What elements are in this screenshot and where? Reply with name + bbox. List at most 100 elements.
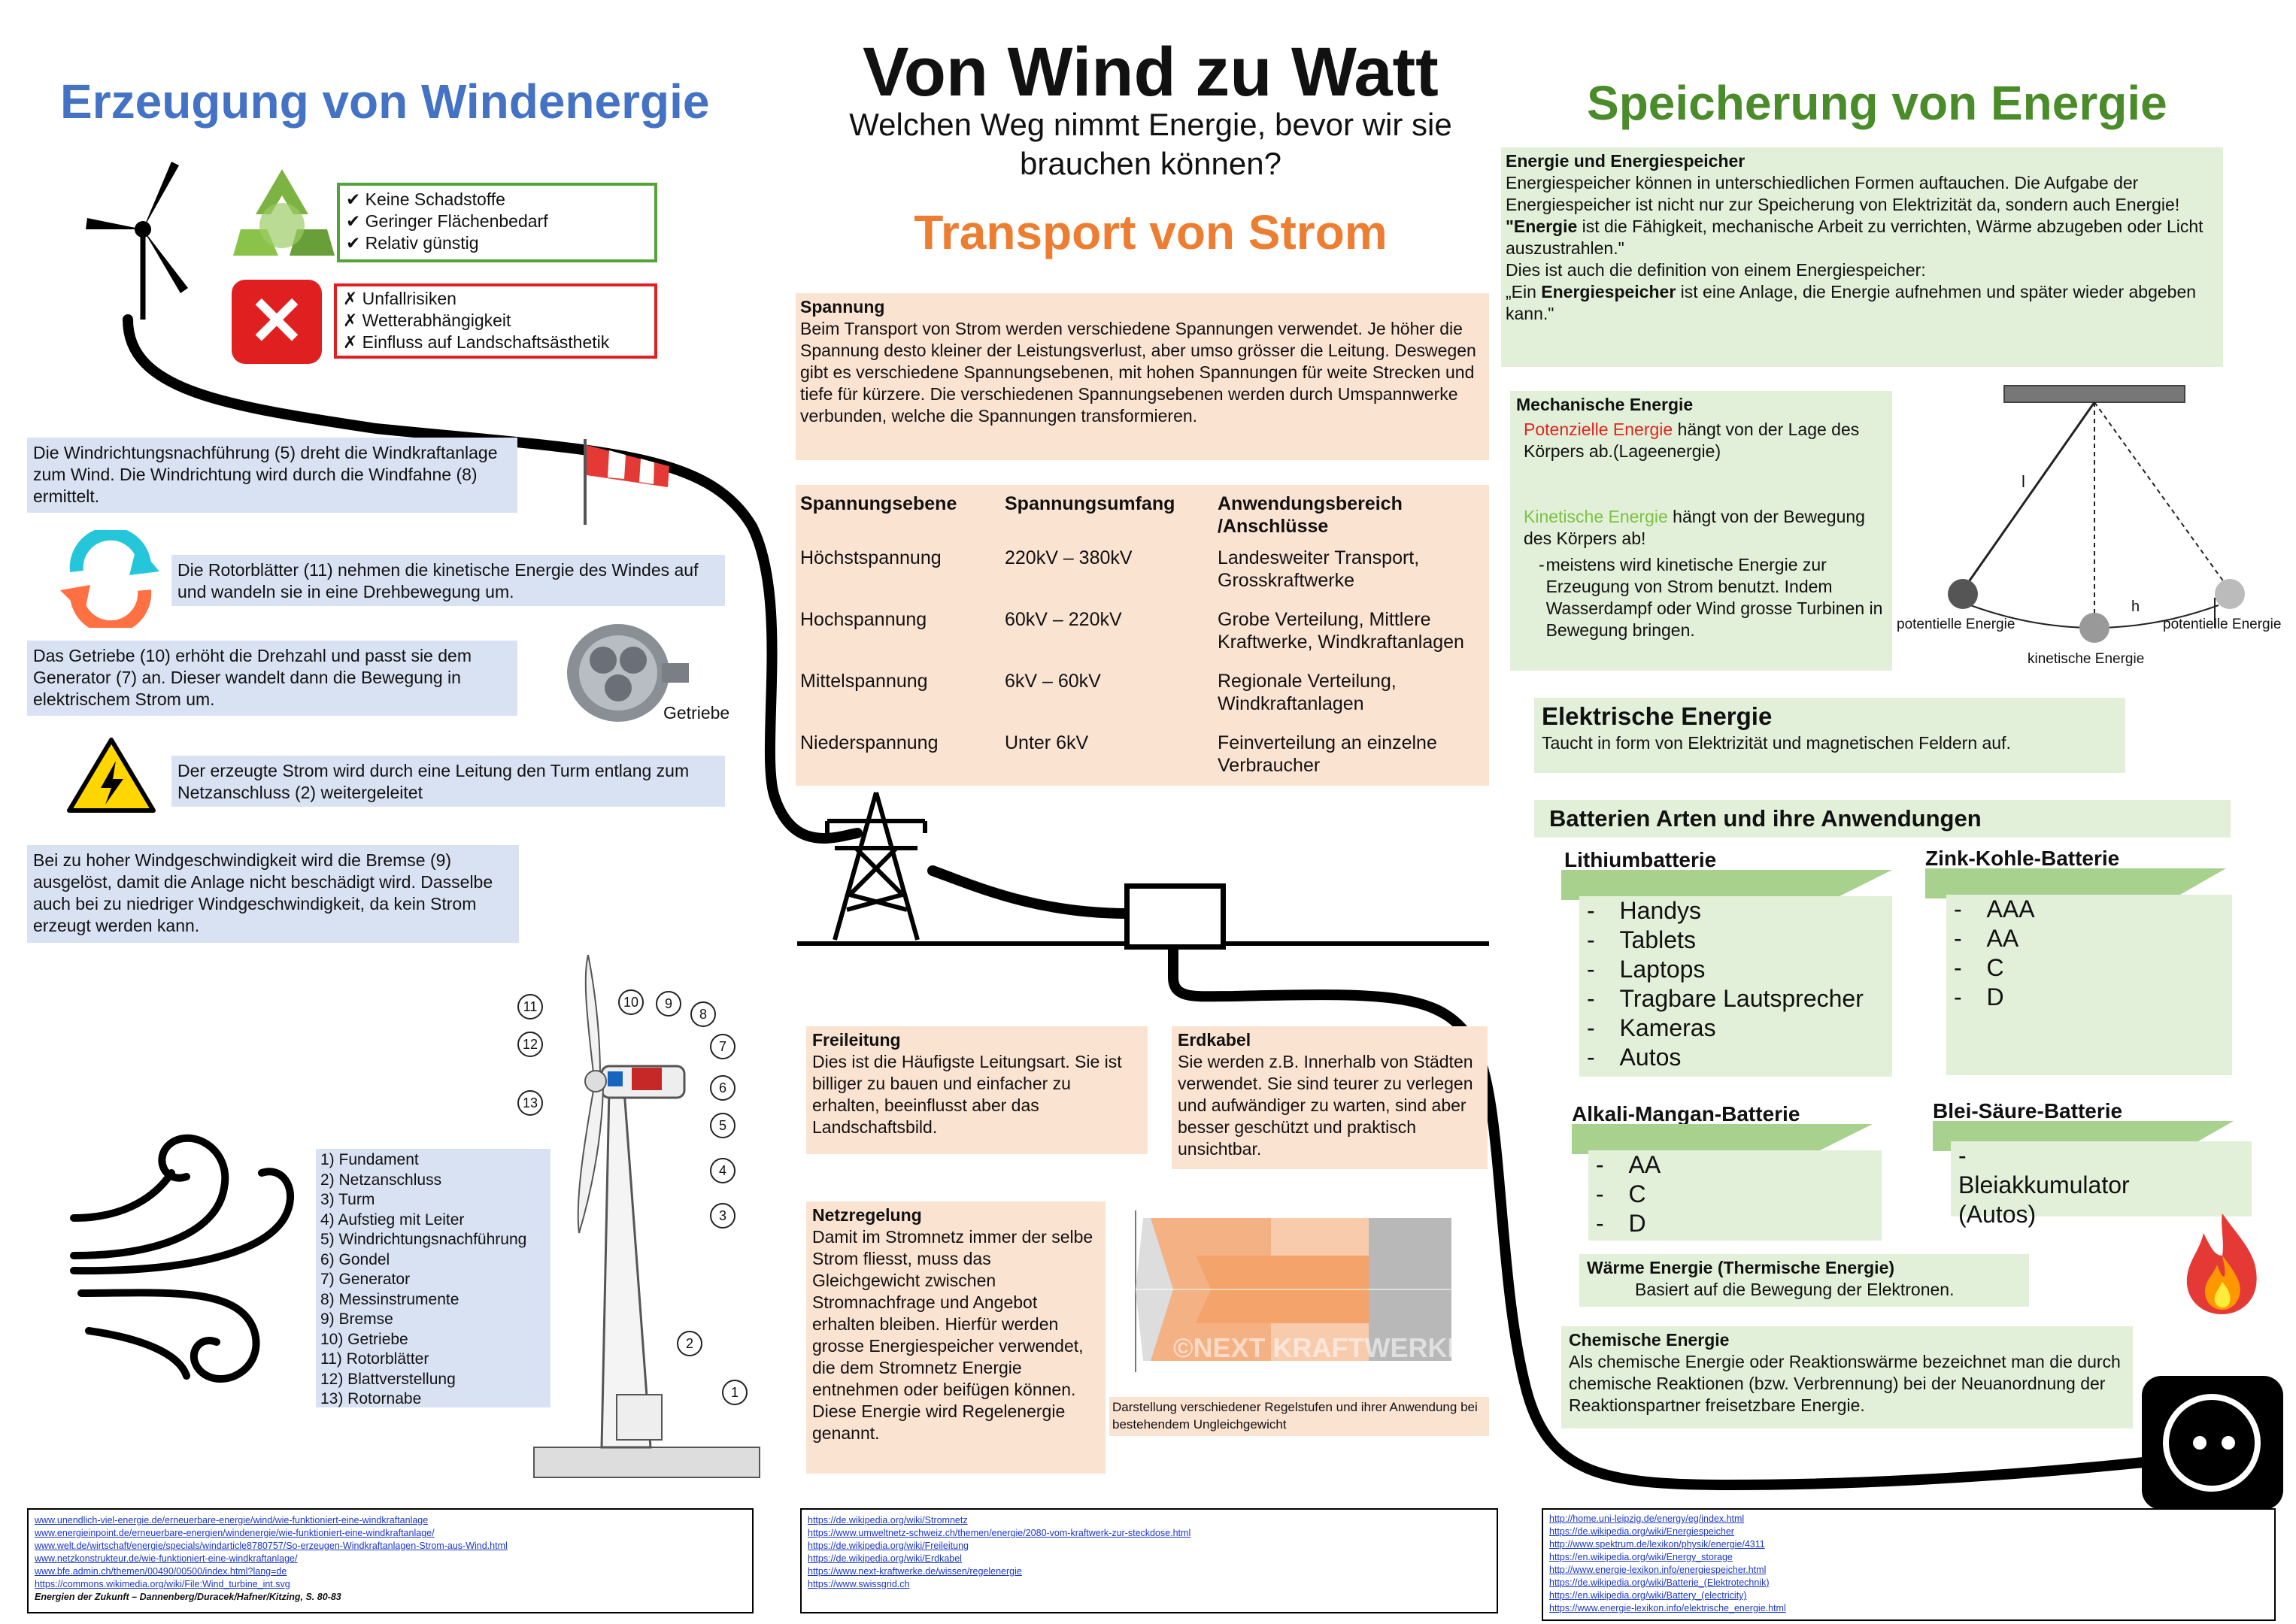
list-item: Handys xyxy=(1587,896,1885,926)
rotation-icon xyxy=(60,530,159,628)
waerme-box: Wärme Energie (Thermische Energie) Basie… xyxy=(1579,1254,2029,1307)
source-link[interactable]: www.unendlich-viel-energie.de/erneuerbar… xyxy=(35,1515,429,1526)
source-link[interactable]: www.bfe.admin.ch/themen/00490/00500/inde… xyxy=(35,1566,287,1577)
pendulum-bottom-label: kinetische Energie xyxy=(2028,651,2145,667)
freileitung-title: Freileitung xyxy=(812,1030,901,1050)
batterien-title: Batterien Arten und ihre Anwendungen xyxy=(1534,800,2231,838)
source-link[interactable]: https://de.wikipedia.org/wiki/Erdkabel xyxy=(808,1553,962,1564)
main-subtitle: Welchen Weg nimmt Energie, bevor wir sie… xyxy=(849,107,1452,181)
chart-watermark: ©NEXT KRAFTWERKE xyxy=(1173,1332,1466,1363)
diagram-num: 10 xyxy=(618,989,644,1015)
mechanische-energie-box: Mechanische Energie Potenzielle Energie … xyxy=(1510,391,1892,671)
pendulum-left-label: potentielle Energie xyxy=(1897,617,2015,632)
ee-title: Energie und Energiespeicher xyxy=(1506,151,1746,171)
table-cell: 6kV – 60kV xyxy=(1005,671,1101,692)
diagram-num: 7 xyxy=(710,1034,736,1059)
source-link[interactable]: https://www.next-kraftwerke.de/wissen/re… xyxy=(808,1566,1022,1577)
source-link[interactable]: https://www.swissgrid.ch xyxy=(808,1579,910,1589)
diagram-num: 2 xyxy=(677,1331,702,1356)
source-link[interactable]: https://de.wikipedia.org/wiki/Stromnetz xyxy=(808,1515,968,1526)
source-link[interactable]: https://commons.wikimedia.org/wiki/File:… xyxy=(35,1579,290,1589)
source-link[interactable]: http://www.energie-lexikon.info/energies… xyxy=(1549,1565,1767,1575)
table-row: Höchstspannung 220kV – 380kV Landesweite… xyxy=(800,547,1485,608)
legend-item: 8) Messinstrumente xyxy=(320,1290,460,1308)
lithium-banner xyxy=(1561,870,1892,900)
table-row: Mittelspannung 6kV – 60kV Regionale Vert… xyxy=(800,670,1485,732)
energie-speicher-box: Energie und Energiespeicher Energiespeic… xyxy=(1501,147,2223,367)
source-link[interactable]: https://de.wikipedia.org/wiki/Energiespe… xyxy=(1549,1526,1734,1537)
blei-title: Blei-Säure-Batterie xyxy=(1933,1099,2123,1123)
table-header: Spannungsebene xyxy=(800,493,957,514)
list-item: C xyxy=(1954,953,2225,983)
elektrische-energie-box: Elektrische Energie Taucht in form von E… xyxy=(1534,698,2125,773)
cons-item: ✗ Wetterabhängigkeit xyxy=(343,311,511,330)
regelstufen-chart-image xyxy=(1135,1210,1459,1372)
source-link[interactable]: https://de.wikipedia.org/wiki/Batterie_(… xyxy=(1549,1577,1770,1588)
table-cell: Hochspannung xyxy=(800,609,927,630)
legend-item: 6) Gondel xyxy=(320,1250,390,1268)
wind-turbine-diagram xyxy=(533,955,760,1478)
source-link[interactable]: http://home.uni-leipzig.de/energy/eg/ind… xyxy=(1549,1513,1745,1524)
list-item: Bleiakkumulator (Autos) xyxy=(1958,1141,2154,1229)
diagram-num: 6 xyxy=(710,1075,736,1101)
diagram-num: 8 xyxy=(690,1001,716,1027)
book-source: Energien der Zukunft – Dannenberg/Durace… xyxy=(35,1592,341,1602)
table-cell: Unter 6kV xyxy=(1005,732,1089,753)
source-link[interactable]: https://de.wikipedia.org/wiki/Freileitun… xyxy=(808,1541,969,1551)
mech-title: Mechanische Energie xyxy=(1516,395,1694,414)
legend-item: 5) Windrichtungsnachführung xyxy=(320,1231,527,1248)
legend-item: 4) Aufstieg mit Leiter xyxy=(320,1210,465,1229)
spannung-box: Spannung Beim Transport von Strom werden… xyxy=(796,293,1489,460)
diagram-num: 9 xyxy=(656,991,681,1017)
spannung-table-box: Spannungsebene Spannungsumfang Anwendung… xyxy=(796,485,1489,786)
legend-item: 3) Turm xyxy=(320,1191,375,1208)
blei-list: Bleiakkumulator (Autos) xyxy=(1958,1141,2154,1229)
source-link[interactable]: https://www.energie-lexikon.info/elektri… xyxy=(1549,1603,1786,1613)
ee-quote2: „Ein Energiespeicher ist eine Anlage, di… xyxy=(1506,282,2197,323)
source-link[interactable]: https://en.wikipedia.org/wiki/Battery_(e… xyxy=(1549,1590,1747,1601)
kinetische-text: Kinetische Energie hängt von der Bewegun… xyxy=(1524,507,1865,548)
pendulum-diagram xyxy=(1948,385,2245,643)
table-cell: Regionale Verteilung, Windkraftanlagen xyxy=(1218,671,1397,714)
list-item: Tragbare Lautsprecher xyxy=(1587,984,1885,1013)
pendulum-h-label: h xyxy=(2131,598,2140,615)
netzregelung-box: Netzregelung Damit im Stromnetz immer de… xyxy=(806,1201,1106,1474)
list-item: D xyxy=(1596,1209,1874,1238)
ee-quote1: "Energie ist die Fähigkeit, mechanische … xyxy=(1506,217,2203,258)
legend-item: 10) Getriebe xyxy=(320,1330,408,1348)
cons-item: ✗ Unfallrisiken xyxy=(343,289,456,308)
elek-text: Taucht in form von Elektrizität und magn… xyxy=(1542,733,2011,753)
chem-text: Als chemische Energie oder Reaktionswärm… xyxy=(1569,1352,2121,1415)
alkali-box: AA C D xyxy=(1588,1150,1882,1241)
source-link[interactable]: www.netzkonstrukteur.de/wie-funktioniert… xyxy=(35,1553,298,1564)
info-bremse: Bei zu hoher Windgeschwindigkeit wird di… xyxy=(27,845,519,943)
ee-text1: Energiespeicher können in unterschiedlic… xyxy=(1506,173,2180,214)
gear-label: Getriebe xyxy=(663,703,730,723)
left-section-title: Erzeugung von Windenergie xyxy=(60,74,710,129)
diagram-num: 1 xyxy=(722,1380,748,1405)
left-sources-box: www.unendlich-viel-energie.de/erneuerbar… xyxy=(27,1508,754,1613)
gearbox-icon xyxy=(567,624,689,722)
netzregelung-text: Damit im Stromnetz immer der selbe Strom… xyxy=(812,1227,1093,1443)
source-link[interactable]: www.welt.de/wirtschaft/energie/specials/… xyxy=(35,1541,508,1551)
source-link[interactable]: https://en.wikipedia.org/wiki/Energy_sto… xyxy=(1549,1552,1733,1562)
windsock-icon xyxy=(584,439,669,525)
source-link[interactable]: http://www.spektrum.de/lexikon/physik/en… xyxy=(1549,1539,1765,1550)
chart-caption: Darstellung verschiedener Regelstufen un… xyxy=(1109,1397,1489,1436)
chem-title: Chemische Energie xyxy=(1569,1330,1730,1350)
pros-item: ✔ Keine Schadstoffe xyxy=(346,189,505,209)
source-link[interactable]: https://www.umweltnetz-schweiz.ch/themen… xyxy=(808,1528,1191,1538)
middle-section-title: Transport von Strom xyxy=(914,205,1388,259)
source-link[interactable]: www.energieinpoint.de/erneuerbare-energi… xyxy=(35,1528,435,1538)
pendulum-right-label: potentielle Energie xyxy=(2163,617,2282,632)
list-item: C xyxy=(1596,1180,1874,1209)
blei-box: Bleiakkumulator (Autos) xyxy=(1951,1141,2252,1228)
diagram-num: 13 xyxy=(517,1090,543,1116)
pros-item: ✔ Geringer Flächenbedarf xyxy=(346,211,548,231)
table-cell: 220kV – 380kV xyxy=(1005,547,1133,568)
ee-text2: Dies ist auch die definition von einem E… xyxy=(1506,260,1926,280)
alkali-list: AA C D xyxy=(1596,1150,1874,1238)
main-title: Von Wind zu Watt xyxy=(863,34,1439,111)
diagram-num: 3 xyxy=(710,1203,736,1229)
